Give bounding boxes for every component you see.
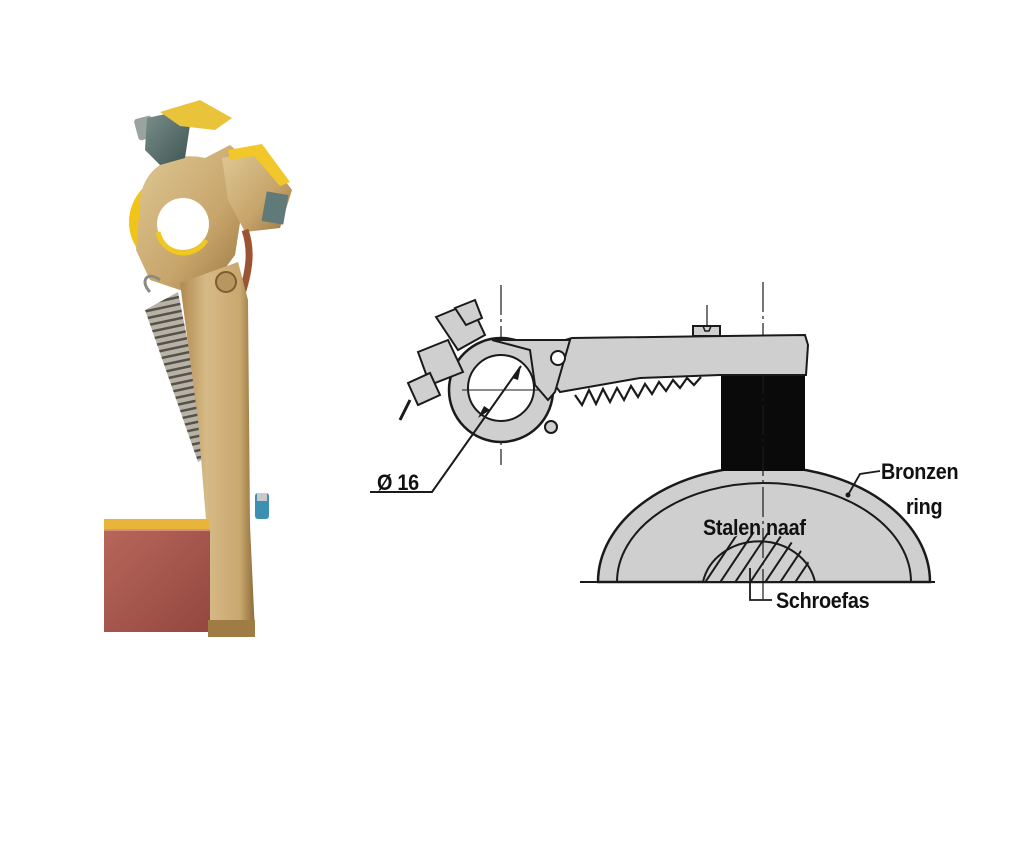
bronze-ring-label-line2: ring (906, 494, 943, 519)
propeller-shaft-label: Schroefas (776, 588, 870, 613)
diameter-label: Ø 16 (377, 470, 419, 495)
steel-hub-label: Stalen naaf (703, 515, 806, 540)
bronze-ring-label-line1: Bronzen (881, 459, 959, 484)
